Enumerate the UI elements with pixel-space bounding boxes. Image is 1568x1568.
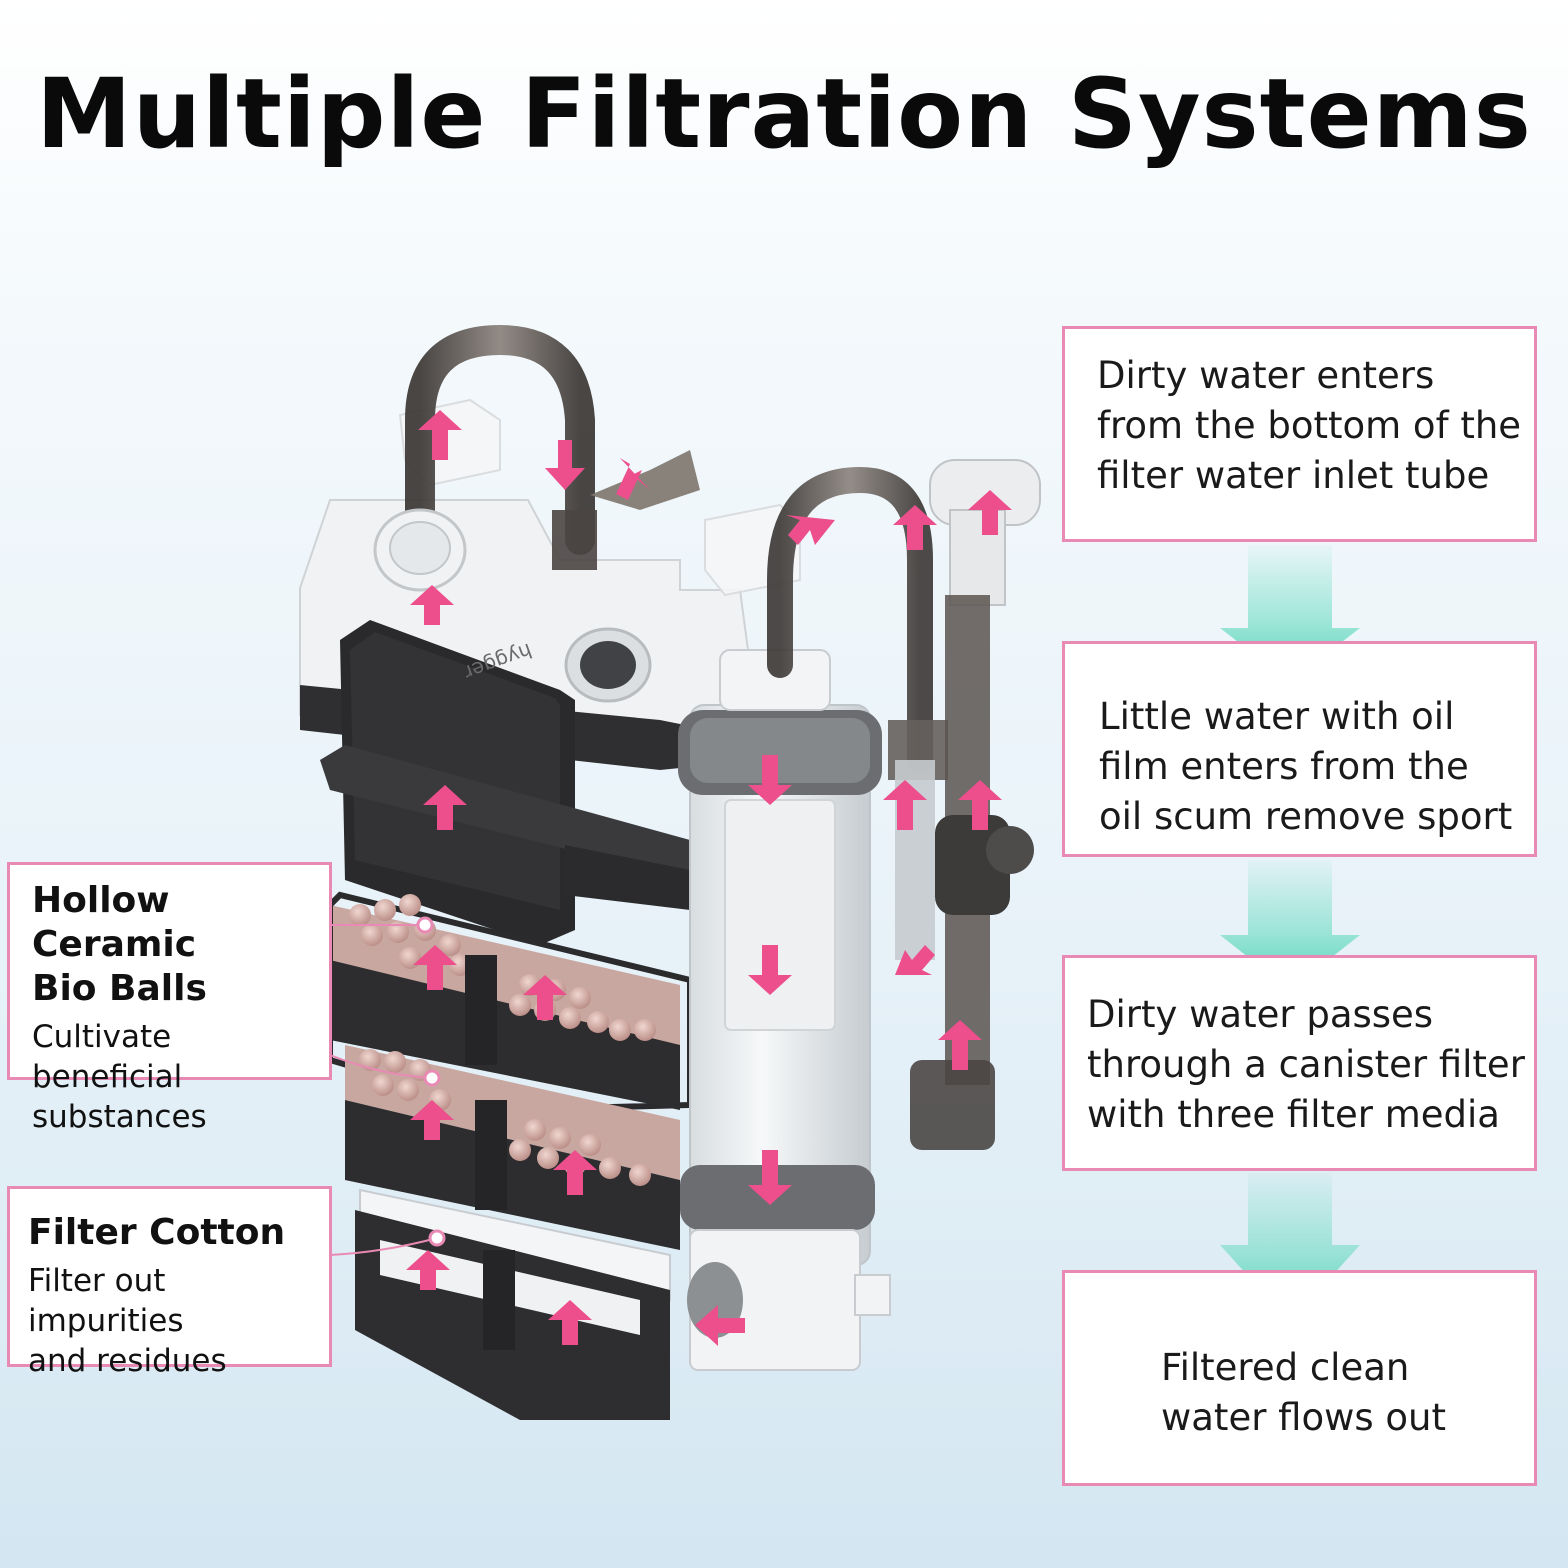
- flow-arrow-icon: [968, 490, 1012, 535]
- flow-arrow-icon: [548, 1300, 592, 1345]
- flow-arrow-icon: [895, 945, 935, 975]
- flow-arrow-icon: [893, 505, 937, 550]
- filter-cotton-label: Filter Cotton Filter out impurities and …: [7, 1186, 332, 1379]
- flow-arrow-icon: [523, 975, 567, 1020]
- flow-arrow-icon: [410, 1100, 454, 1140]
- label-leaders: [329, 916, 446, 1256]
- flow-arrow-icon: [748, 1150, 792, 1205]
- bio-balls-label: Hollow Ceramic Bio Balls Cultivate benef…: [7, 862, 332, 1135]
- flow-arrow-icon: [883, 780, 927, 830]
- filter-housing: hygger: [299, 398, 801, 945]
- flow-arrow-icon: [410, 585, 454, 625]
- flow-arrow-icon: [406, 1250, 450, 1290]
- bio-balls-description: Cultivate beneficial substances: [32, 1019, 207, 1135]
- filter-cotton-description: Filter out impurities and residues: [28, 1263, 227, 1379]
- step-1-text: Dirty water enters from the bottom of th…: [1097, 354, 1522, 497]
- flow-arrow-icon: [413, 945, 457, 990]
- flow-arrow-icon: [695, 1305, 745, 1346]
- flow-arrow-icon: [938, 1020, 982, 1070]
- step-3-text: Dirty water passes through a canister fi…: [1087, 993, 1525, 1136]
- step-4-text: Filtered clean water flows out: [1161, 1346, 1447, 1439]
- step-box-1: Dirty water enters from the bottom of th…: [1062, 326, 1537, 542]
- filter-cotton-heading: Filter Cotton: [28, 1212, 286, 1253]
- flow-arrow-icon: [545, 440, 585, 490]
- flow-arrow-icon: [748, 945, 792, 995]
- flow-arrows: [406, 410, 1012, 1346]
- flow-arrow-icon: [748, 755, 792, 805]
- step-arrow-icon: [1220, 1173, 1360, 1322]
- step-box-2: Little water with oil film enters from t…: [1062, 641, 1537, 857]
- step-box-4: Filtered clean water flows out: [1062, 1270, 1537, 1486]
- flow-arrow-icon: [418, 410, 462, 460]
- flow-arrow-icon: [786, 515, 835, 545]
- step-box-3: Dirty water passes through a canister fi…: [1062, 955, 1537, 1171]
- tray-handles: [465, 955, 515, 1350]
- flow-arrow-icon: [958, 780, 1002, 830]
- flow-arrow-icon: [423, 785, 467, 830]
- step-2-text: Little water with oil film enters from t…: [1099, 695, 1513, 838]
- page-title: Multiple Filtration Systems: [36, 58, 1532, 170]
- canister-filter: [678, 649, 891, 1371]
- flow-arrow-icon: [553, 1150, 597, 1195]
- bio-balls-heading: Hollow Ceramic Bio Balls: [32, 880, 207, 1009]
- inlet-tube: [373, 324, 700, 592]
- flow-arrow-icon: [616, 458, 650, 500]
